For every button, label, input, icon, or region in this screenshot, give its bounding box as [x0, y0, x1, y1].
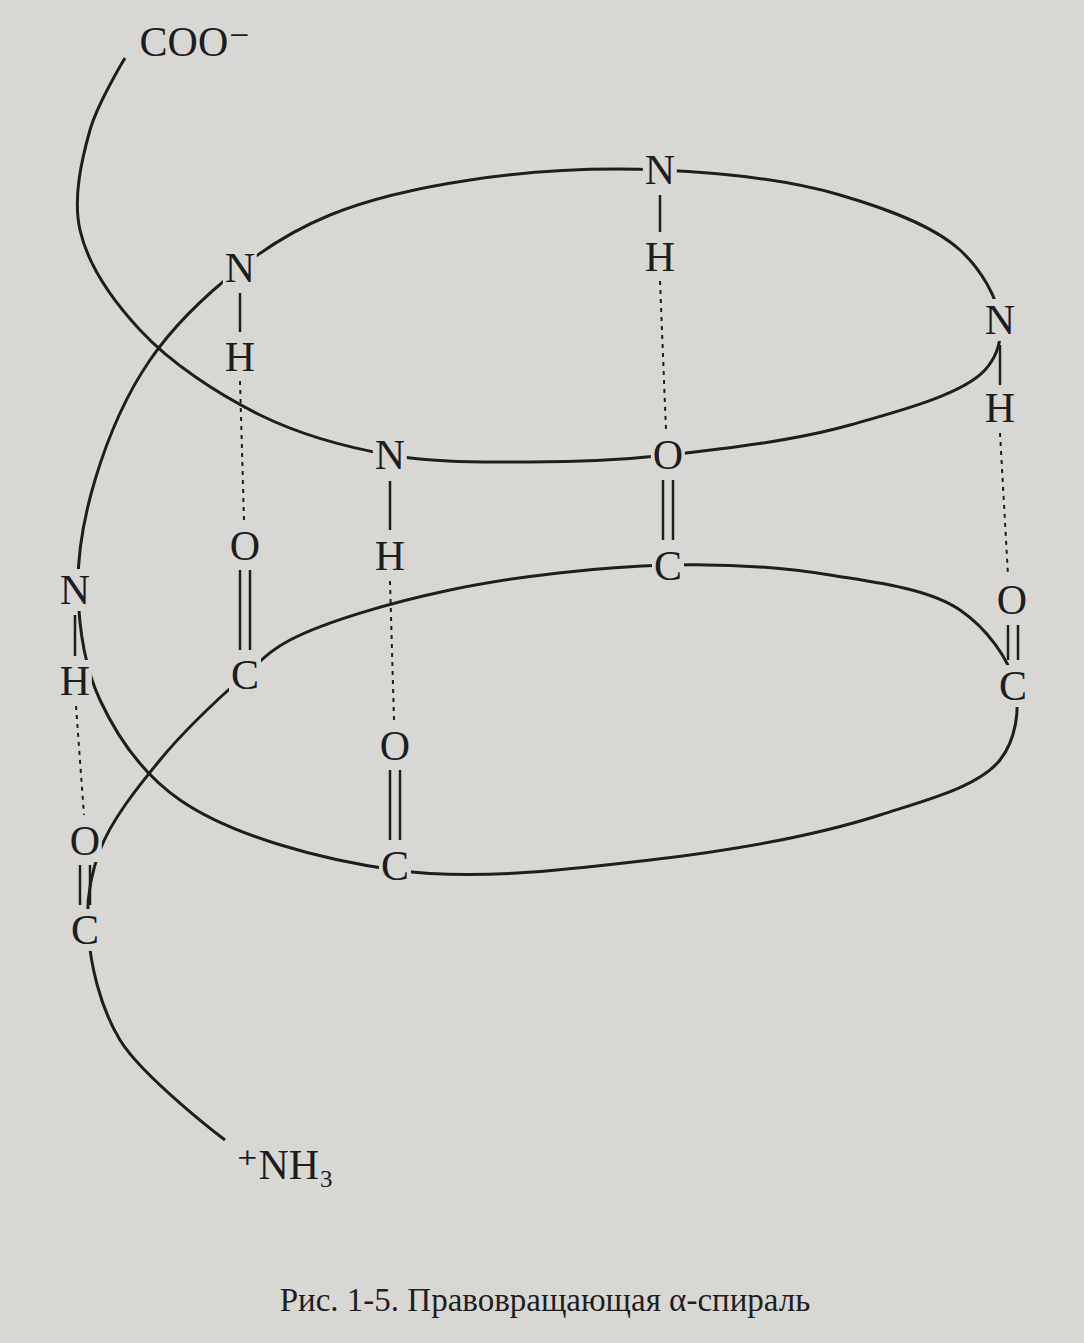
atom-label: H: [58, 660, 92, 702]
double-bond: [239, 570, 242, 650]
single-bond: [239, 293, 242, 332]
terminal-group: COO⁻: [138, 21, 253, 63]
hydrogen-bonds: [76, 281, 1008, 815]
atom-label: N: [643, 149, 677, 191]
atom-label: O: [228, 525, 262, 567]
atom-label: C: [69, 909, 101, 951]
double-bonds: [80, 480, 1018, 905]
atom-label: H: [373, 535, 407, 577]
atom-label: C: [379, 845, 411, 887]
atom-label: H: [643, 236, 677, 278]
atom-label: N: [223, 247, 257, 289]
atom-label: H: [223, 336, 257, 378]
double-bond: [399, 770, 402, 840]
helix-backbone: [77, 58, 1017, 1140]
terminal-group: ⁺NH₃: [234, 1144, 335, 1186]
double-bond: [662, 480, 665, 540]
hydrogen-bond: [660, 281, 666, 430]
figure-caption: Рис. 1-5. Правовращающая α-спираль: [280, 1282, 811, 1319]
double-bond: [672, 480, 675, 540]
atom-label: N: [983, 299, 1017, 341]
double-bond: [389, 770, 392, 840]
atom-label: N: [58, 569, 92, 611]
hydrogen-bond: [390, 581, 394, 720]
single-bond: [389, 481, 392, 530]
hydrogen-bond: [76, 706, 84, 815]
double-bond: [249, 570, 252, 650]
atom-label: O: [68, 820, 102, 862]
double-bond: [1007, 625, 1010, 660]
hydrogen-bond: [1000, 433, 1008, 575]
single-bond: [659, 195, 662, 232]
single-bond: [74, 615, 77, 656]
atom-label: C: [997, 665, 1029, 707]
atom-label: C: [229, 654, 261, 696]
atom-label: C: [652, 545, 684, 587]
double-bond: [1017, 625, 1020, 660]
atom-label: H: [983, 387, 1017, 429]
bonds: [75, 195, 1018, 905]
double-bond: [79, 865, 82, 905]
hydrogen-bond: [240, 381, 244, 520]
atom-label: O: [378, 725, 412, 767]
atom-label: O: [995, 579, 1029, 621]
atom-label: N: [373, 434, 407, 476]
single-bond: [999, 345, 1002, 385]
atom-label: O: [651, 434, 685, 476]
